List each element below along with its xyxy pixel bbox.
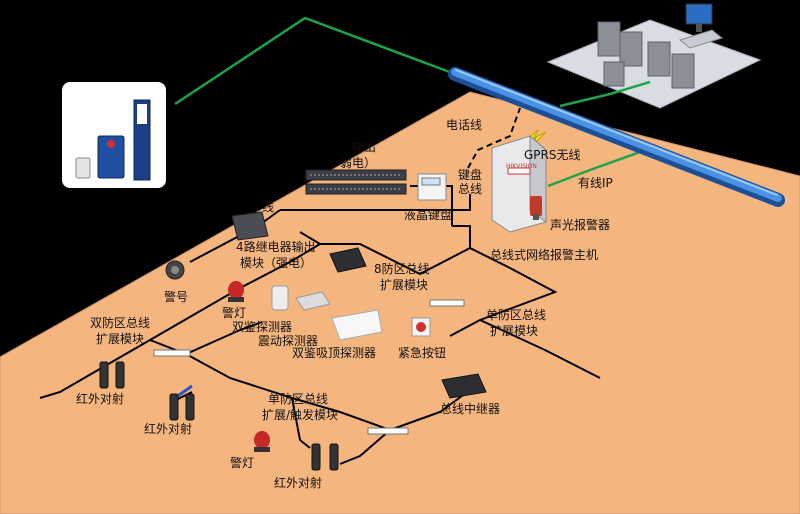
trigger-label-2: 扩展/触发模块 [262, 408, 339, 422]
host-brand-label: HIKVISION [506, 163, 537, 170]
emergency-button-icon [411, 317, 431, 337]
sound-light-alarm-icon [530, 196, 542, 220]
alarm-light-1-label: 警灯 [222, 306, 247, 320]
relay-module-8ch [305, 169, 407, 195]
relay4-label-2: 模块（强电） [240, 256, 313, 270]
gprs-bolt-icon [525, 129, 547, 147]
ceiling-detector-icon [331, 309, 383, 341]
product-photo-icon [75, 99, 151, 181]
siren-icon [165, 260, 185, 280]
infrared-pair-3 [311, 443, 339, 471]
dual-zone-module [153, 349, 191, 357]
relay-module-4ch [231, 211, 269, 241]
lcd-keypad-icon [417, 173, 447, 201]
relay4-label-1: 4路继电器输出 [236, 240, 316, 254]
emergency-button-label: 紧急按钮 [398, 346, 447, 360]
single-zone-module [429, 299, 465, 307]
gprs-label: GPRS无线 [524, 148, 581, 162]
siren-label: 警号 [164, 290, 189, 304]
single-zone-label-2: 扩展模块 [490, 324, 539, 338]
alarm-light-2-label: 警灯 [230, 456, 255, 470]
sound-light-alarm-label: 声光报警器 [550, 218, 611, 232]
single-zone-label-1: 单防区总线 [486, 308, 547, 322]
bus-repeater-label: 总线中继器 [440, 402, 501, 416]
zone8-label-1: 8防区总线 [374, 262, 430, 276]
network-line [174, 16, 456, 106]
vibration-detector-label: 震动探测器 [258, 334, 319, 348]
trigger-label-1: 单防区总线 [268, 392, 329, 406]
zone8-module [329, 247, 367, 273]
dual-zone-label-1: 双防区总线 [90, 316, 151, 330]
server-link-line [559, 80, 651, 108]
bus-lines [39, 185, 601, 465]
dual-detector-label: 双鉴探测器 [232, 320, 293, 334]
infrared-pair-2 [169, 393, 195, 421]
infrared-label-1: 红外对射 [76, 392, 125, 406]
monitor-icon [678, 3, 724, 49]
floor-plane [0, 91, 800, 514]
main-host-label: 总线式网络报警主机 [490, 248, 599, 262]
dual-zone-label-2: 扩展模块 [96, 332, 145, 346]
network-pipe [448, 67, 785, 207]
wired-ip-label: 有线IP [578, 176, 613, 190]
keypad-bus-label: 键盘 总线 [458, 168, 483, 196]
infrared-pair-1 [99, 361, 125, 389]
vibration-detector-icon [295, 291, 331, 311]
alarm-light-2-icon [254, 431, 270, 452]
bus-fragment-label: 线 [262, 200, 275, 214]
infrared-label-3: 红外对射 [274, 476, 323, 490]
relay8-label-1: 输出 [352, 140, 377, 154]
alarm-light-1-icon [228, 281, 244, 302]
lcd-keypad-label: 液晶键盘 [404, 208, 453, 222]
product-photo-card [62, 82, 166, 188]
ceiling-detector-label: 双鉴吸顶探测器 [292, 346, 377, 360]
wired-ip-line [547, 150, 641, 188]
phone-line-label: 电话线 [446, 118, 483, 132]
bus-repeater-icon [441, 373, 487, 399]
trigger-module [367, 427, 409, 435]
relay8-label-2: 弱电） [340, 156, 377, 170]
phone-line [467, 107, 521, 169]
zone8-label-2: 扩展模块 [380, 278, 429, 292]
infrared-label-2: 红外对射 [144, 422, 193, 436]
server-cabinets [597, 21, 695, 89]
dual-detector-icon [271, 285, 289, 311]
